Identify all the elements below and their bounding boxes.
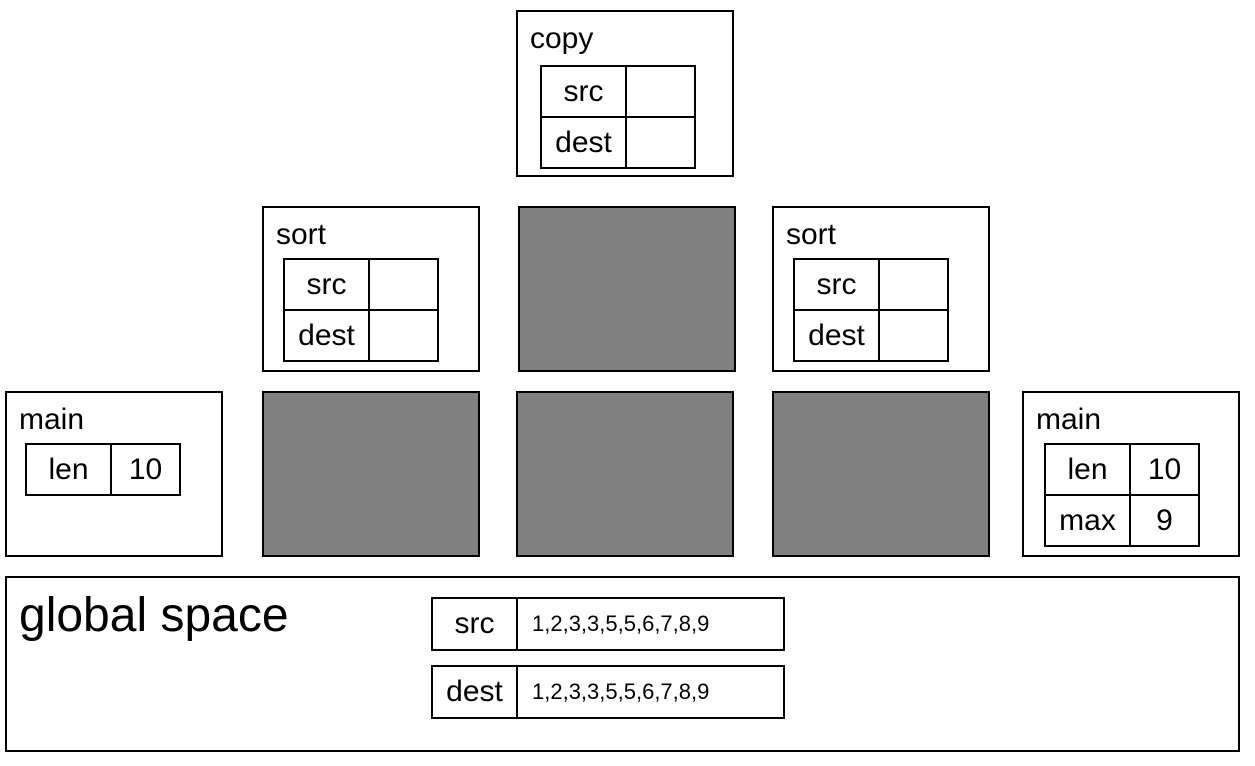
- empty-stack-frame: [516, 391, 734, 557]
- variable-row: src: [283, 258, 439, 311]
- frame-title: sort: [276, 218, 327, 251]
- frame-title: main: [19, 403, 85, 436]
- variable-row: dest: [283, 309, 439, 362]
- empty-stack-frame: [518, 206, 736, 372]
- variable-row: dest: [793, 309, 949, 362]
- variable-value: [625, 116, 696, 169]
- frame-variables: len 10 max 9: [1044, 443, 1200, 547]
- variable-name: dest: [793, 309, 880, 362]
- frame-variables: src dest: [540, 65, 696, 169]
- variable-row: max 9: [1044, 494, 1200, 547]
- variable-name: max: [1044, 494, 1131, 547]
- frame-variables: src dest: [283, 258, 439, 362]
- variable-row: len 10: [1044, 443, 1200, 496]
- variable-name: len: [1044, 443, 1131, 496]
- variable-name: src: [431, 597, 518, 651]
- global-space-frame: global space src 1,2,3,3,5,5,6,7,8,9 des…: [5, 576, 1240, 752]
- variable-value: [625, 65, 696, 118]
- variable-value: [368, 309, 439, 362]
- variable-value: [878, 309, 949, 362]
- stack-frame-copy: copy src dest: [516, 10, 734, 177]
- frame-title: sort: [786, 218, 837, 251]
- stack-frame-sort-left: sort src dest: [262, 206, 480, 372]
- variable-name: src: [540, 65, 627, 118]
- variable-name: len: [25, 443, 112, 496]
- variable-value: 1,2,3,3,5,5,6,7,8,9: [516, 597, 785, 651]
- frame-title: main: [1036, 403, 1102, 436]
- global-space-title: global space: [19, 589, 289, 642]
- stack-frame-main-right: main len 10 max 9: [1022, 391, 1240, 557]
- frame-variables: len 10: [25, 443, 181, 496]
- variable-row: dest: [540, 116, 696, 169]
- variable-row: len 10: [25, 443, 181, 496]
- stack-frame-main-left: main len 10: [5, 391, 223, 557]
- variable-value: 10: [1129, 443, 1200, 496]
- variable-name: dest: [540, 116, 627, 169]
- variable-row: src: [793, 258, 949, 311]
- empty-stack-frame: [262, 391, 480, 557]
- variable-value: [878, 258, 949, 311]
- variable-value: 9: [1129, 494, 1200, 547]
- variable-value: 10: [110, 443, 181, 496]
- variable-name: src: [283, 258, 370, 311]
- variable-value: [368, 258, 439, 311]
- variable-name: dest: [431, 665, 518, 719]
- stack-frame-sort-right: sort src dest: [772, 206, 990, 372]
- variable-row: src 1,2,3,3,5,5,6,7,8,9: [431, 597, 785, 651]
- variable-row: src: [540, 65, 696, 118]
- global-variables: dest 1,2,3,3,5,5,6,7,8,9: [431, 665, 785, 719]
- frame-variables: src dest: [793, 258, 949, 362]
- variable-row: dest 1,2,3,3,5,5,6,7,8,9: [431, 665, 785, 719]
- variable-name: dest: [283, 309, 370, 362]
- empty-stack-frame: [772, 391, 990, 557]
- variable-value: 1,2,3,3,5,5,6,7,8,9: [516, 665, 785, 719]
- frame-title: copy: [530, 22, 594, 55]
- global-variables: src 1,2,3,3,5,5,6,7,8,9: [431, 597, 785, 651]
- variable-name: src: [793, 258, 880, 311]
